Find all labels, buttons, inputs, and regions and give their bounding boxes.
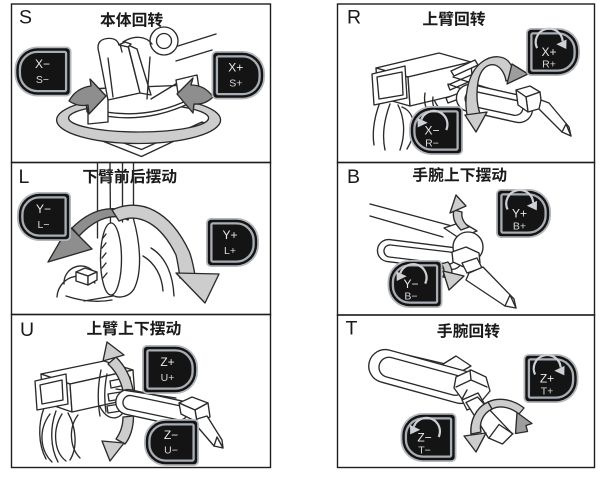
svg-text:Y−: Y−	[36, 202, 51, 216]
svg-text:S: S	[19, 7, 32, 29]
svg-text:T+: T+	[541, 386, 554, 398]
svg-text:Y+: Y+	[512, 207, 527, 221]
svg-text:S−: S−	[36, 74, 49, 86]
svg-text:T: T	[346, 318, 358, 340]
svg-text:R: R	[347, 7, 361, 29]
svg-text:Z−: Z−	[417, 431, 431, 445]
svg-text:L: L	[19, 166, 30, 188]
svg-text:X+: X+	[541, 45, 556, 59]
svg-text:R−: R−	[425, 138, 439, 150]
svg-text:R+: R+	[542, 59, 556, 71]
svg-text:X−: X−	[424, 124, 439, 138]
svg-text:Z+: Z+	[160, 355, 174, 369]
svg-text:B−: B−	[404, 291, 417, 303]
svg-text:L+: L+	[224, 245, 236, 257]
svg-text:X+: X+	[228, 61, 243, 75]
svg-text:U+: U+	[161, 372, 175, 384]
svg-text:B+: B+	[513, 221, 526, 233]
svg-text:B: B	[347, 166, 360, 188]
svg-text:S+: S+	[229, 78, 242, 90]
svg-text:Y+: Y+	[222, 228, 237, 242]
svg-text:L−: L−	[38, 219, 50, 231]
svg-text:X−: X−	[35, 57, 50, 71]
svg-text:T−: T−	[418, 445, 431, 457]
svg-text:Z−: Z−	[164, 428, 178, 442]
svg-text:U: U	[20, 319, 34, 341]
svg-text:Y−: Y−	[403, 277, 418, 291]
svg-text:Z+: Z+	[540, 372, 554, 386]
svg-text:U−: U−	[164, 445, 178, 457]
